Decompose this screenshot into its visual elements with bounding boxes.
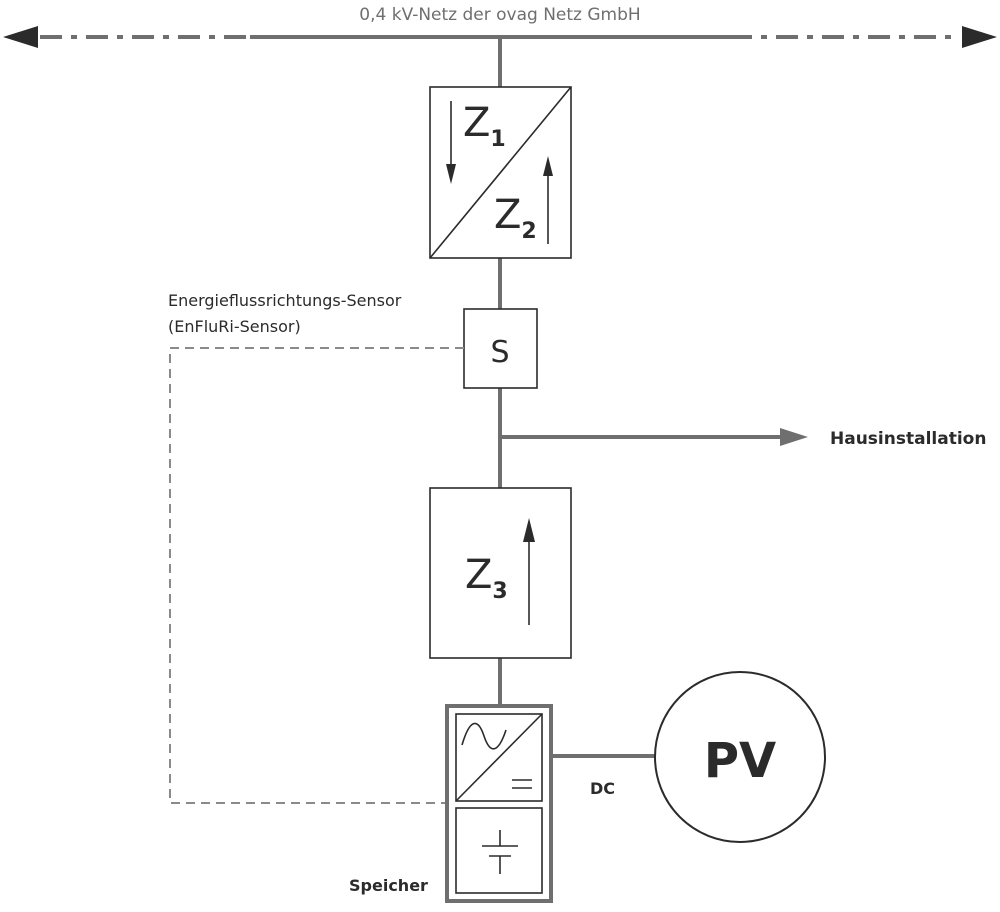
meter-z3-index: 3 xyxy=(492,579,507,604)
meter-z1-letter: Z xyxy=(463,100,490,146)
svg-text:Z1: Z1 xyxy=(463,100,506,152)
sensor-signal-line xyxy=(169,347,464,804)
meter-z2-index: 2 xyxy=(521,219,536,244)
sensor-symbol: S xyxy=(490,335,509,370)
dc-label: DC xyxy=(590,779,615,798)
grid-left-arrow-icon xyxy=(3,26,38,48)
grid-label: 0,4 kV-Netz der ovag Netz GmbH xyxy=(359,5,640,25)
house-label: Hausinstallation xyxy=(830,429,986,449)
storage-unit xyxy=(445,704,553,903)
sensor-label-line1: Energieflussrichtungs-Sensor xyxy=(168,291,402,310)
svg-text:Z3: Z3 xyxy=(465,552,508,604)
battery-icon xyxy=(482,830,518,874)
bidirectional-meter: Z1 Z2 xyxy=(429,86,572,259)
meter-z2-letter: Z xyxy=(494,192,521,238)
pv-generator: PV xyxy=(654,671,826,843)
ac-sine-icon xyxy=(461,722,507,750)
storage-label: Speicher xyxy=(349,876,428,895)
generation-meter: Z3 xyxy=(429,487,572,659)
svg-text:Z2: Z2 xyxy=(494,192,537,244)
meter-z3-letter: Z xyxy=(465,552,492,598)
sensor-label-line2: (EnFluRi-Sensor) xyxy=(168,317,301,336)
house-arrow-icon xyxy=(780,428,808,446)
pv-label: PV xyxy=(704,733,776,789)
meter-z1-index: 1 xyxy=(490,127,505,152)
sensor-box: S xyxy=(463,308,538,389)
grid-right-arrow-icon xyxy=(962,26,997,48)
